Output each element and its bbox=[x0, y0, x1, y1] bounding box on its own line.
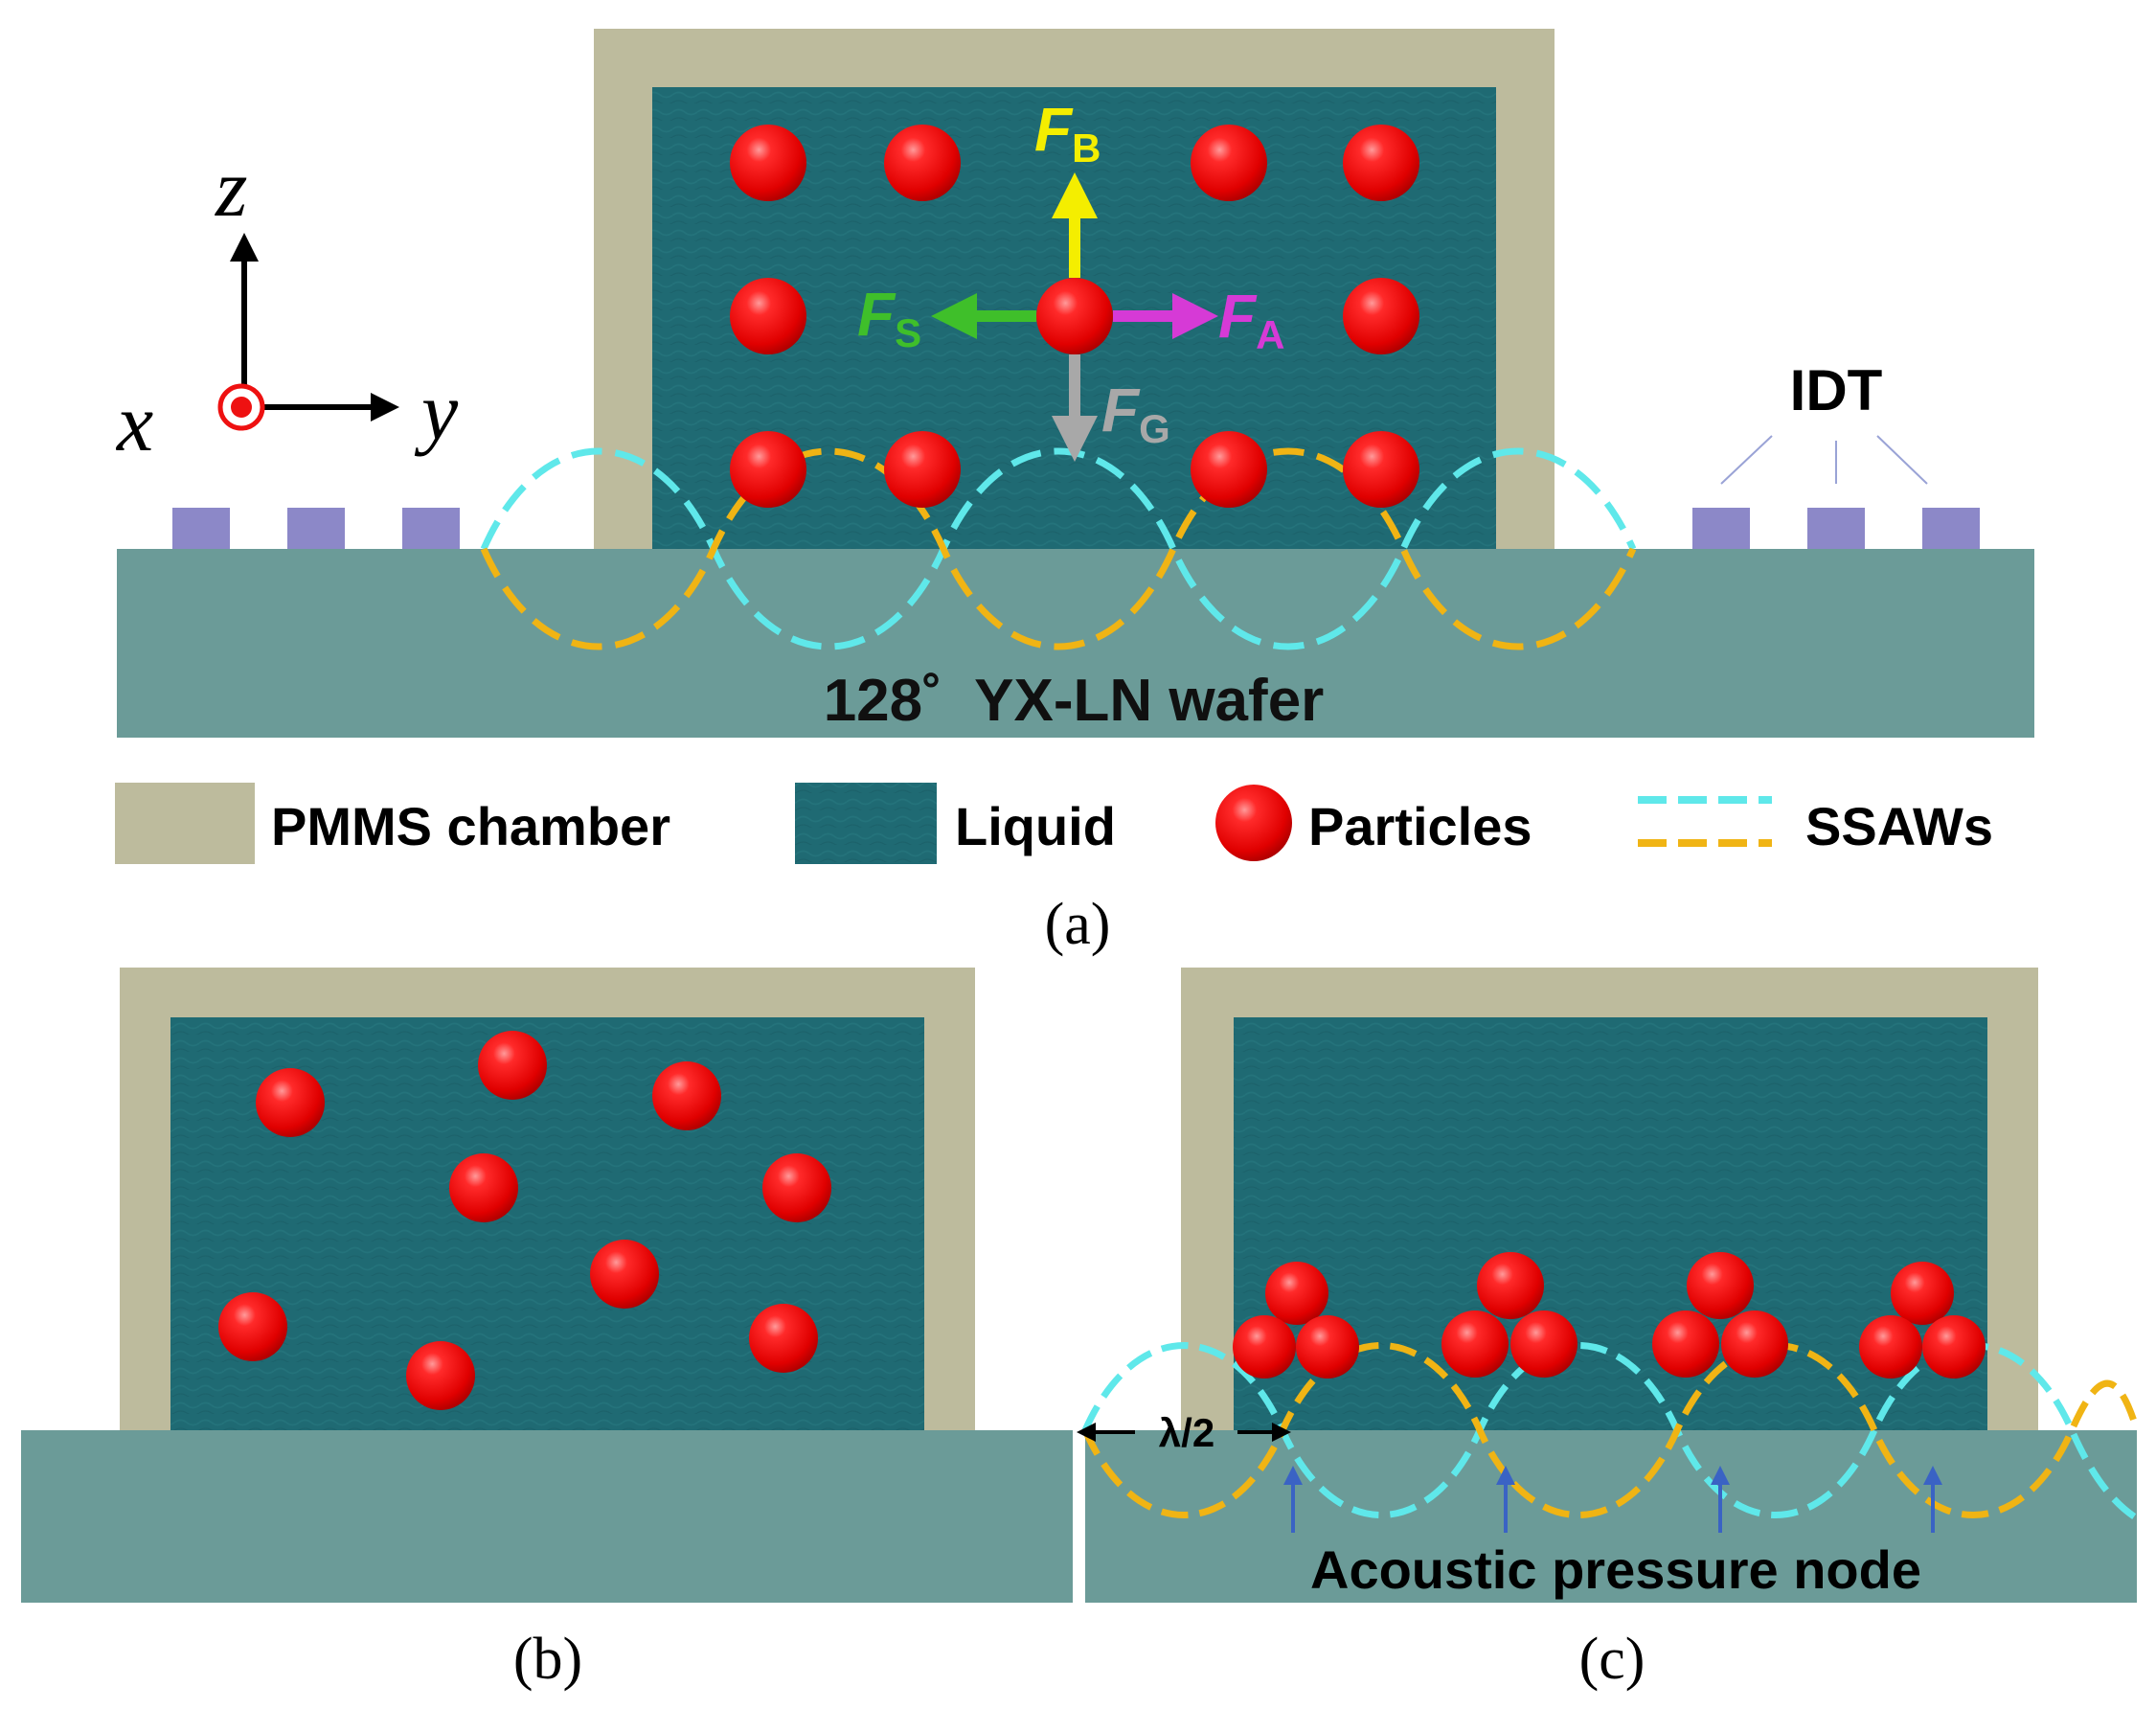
ssaw-orange-wave-a bbox=[480, 447, 1637, 650]
particles-b bbox=[218, 1031, 831, 1410]
particle bbox=[1441, 1310, 1509, 1378]
particle bbox=[730, 125, 806, 201]
legend-chamber-label: PMMS chamber bbox=[271, 796, 670, 856]
particle-cluster-4 bbox=[1859, 1262, 1986, 1379]
wafer-b bbox=[21, 1430, 1073, 1603]
particle-cluster-3 bbox=[1652, 1252, 1788, 1378]
idt-label: IDT bbox=[1790, 358, 1883, 422]
caption-c: (c) bbox=[1579, 1627, 1645, 1692]
wafer-c bbox=[1085, 1430, 2137, 1603]
pressure-node-label: Acoustic pressure node bbox=[1310, 1539, 1921, 1600]
particle bbox=[1687, 1252, 1754, 1319]
legend: PMMS chamber Liquid Particles SSAWs bbox=[115, 783, 1993, 864]
idt-leader-lines bbox=[1720, 435, 1928, 485]
particle bbox=[256, 1068, 325, 1137]
panel-c: λ/2 Acoustic pressure node bbox=[1077, 968, 2141, 1603]
particle-cluster-2 bbox=[1441, 1252, 1577, 1378]
particle bbox=[884, 125, 961, 201]
particle bbox=[590, 1240, 659, 1309]
liquid-c bbox=[1234, 1017, 1987, 1430]
particle bbox=[1296, 1315, 1359, 1379]
particle bbox=[1343, 278, 1419, 354]
caption-b: (b) bbox=[513, 1627, 582, 1692]
legend-chamber-swatch bbox=[115, 783, 255, 864]
particle bbox=[1343, 431, 1419, 508]
pressure-node-arrows bbox=[1283, 1466, 1942, 1533]
particle bbox=[730, 278, 806, 354]
particle bbox=[406, 1341, 475, 1410]
particle bbox=[1343, 125, 1419, 201]
legend-liquid-label: Liquid bbox=[955, 796, 1116, 856]
particle bbox=[730, 431, 806, 508]
particle bbox=[1922, 1315, 1986, 1379]
legend-particles-label: Particles bbox=[1308, 796, 1532, 856]
z-axis-label: z bbox=[215, 142, 247, 234]
particle bbox=[1891, 1262, 1954, 1325]
particle-cluster-1 bbox=[1233, 1262, 1359, 1379]
particle bbox=[1477, 1252, 1544, 1319]
idt-electrodes-right bbox=[1692, 508, 1980, 549]
y-axis-label: y bbox=[414, 365, 459, 457]
particle bbox=[749, 1304, 818, 1373]
particle bbox=[218, 1292, 287, 1361]
panel-a: IDT FB FA FS bbox=[115, 29, 2034, 738]
panel-b bbox=[21, 968, 1073, 1603]
particle bbox=[478, 1031, 547, 1100]
particle bbox=[1265, 1262, 1328, 1325]
idt-electrodes-left bbox=[172, 508, 460, 549]
particle bbox=[1510, 1310, 1577, 1378]
legend-ssaws-label: SSAWs bbox=[1805, 796, 1993, 856]
gravity-force-label: FG bbox=[1101, 376, 1170, 451]
particle bbox=[762, 1153, 831, 1222]
x-axis-dot bbox=[231, 397, 252, 418]
particle bbox=[1652, 1310, 1719, 1378]
legend-liquid-swatch bbox=[795, 783, 937, 864]
particle bbox=[1191, 125, 1267, 201]
particle bbox=[652, 1061, 721, 1130]
center-particle bbox=[1036, 278, 1113, 354]
particle bbox=[449, 1153, 518, 1222]
caption-a: (a) bbox=[1045, 892, 1111, 957]
particle bbox=[1859, 1315, 1922, 1379]
particle bbox=[884, 431, 961, 508]
particle bbox=[1191, 431, 1267, 508]
wavelength-label: λ/2 bbox=[1159, 1410, 1214, 1455]
legend-particle-icon bbox=[1215, 785, 1292, 861]
acoustic-force-label: FA bbox=[1218, 282, 1284, 357]
wafer-label: 128˚ YX-LN wafer bbox=[824, 668, 1325, 734]
particles-a bbox=[730, 125, 1419, 508]
particle bbox=[1721, 1310, 1788, 1378]
buoyancy-force-label: FB bbox=[1034, 95, 1101, 171]
x-axis-label: x bbox=[115, 376, 153, 468]
stokes-force-label: FS bbox=[857, 280, 921, 355]
coordinate-axes: z x y bbox=[115, 142, 459, 468]
particle bbox=[1233, 1315, 1296, 1379]
